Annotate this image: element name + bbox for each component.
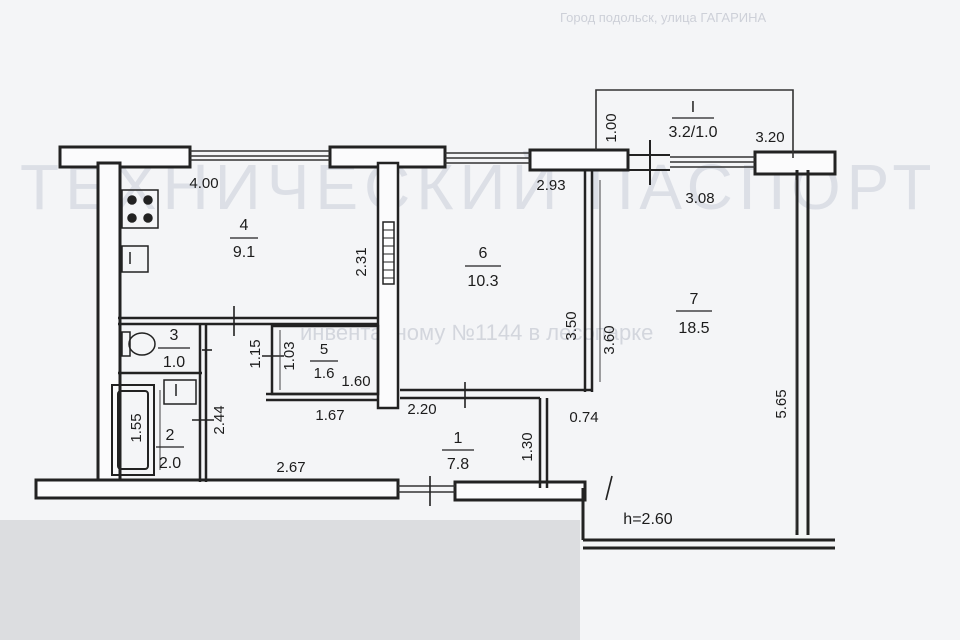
bath-sink-icon — [163, 379, 197, 405]
dim-1-55: 1.55 — [128, 413, 145, 442]
vent-shaft — [382, 221, 395, 285]
balcony-area: 3.2/1.0 — [669, 124, 718, 141]
room-number-7: 7 — [690, 291, 699, 308]
room-area-3: 1.0 — [163, 354, 185, 371]
dim-0-74: 0.74 — [569, 409, 598, 426]
dim-1-60: 1.60 — [341, 373, 370, 390]
dim-1-03: 1.03 — [281, 341, 298, 370]
stove-icon — [121, 189, 159, 229]
room-number-3: 3 — [170, 327, 179, 344]
bathtub-icon — [111, 384, 155, 476]
room-area-2: 2.0 — [159, 455, 181, 472]
dim-3-50: 3.50 — [563, 311, 580, 340]
room-area-1: 7.8 — [447, 456, 469, 473]
dim-4-00: 4.00 — [189, 175, 218, 192]
room-area-4: 9.1 — [233, 244, 255, 261]
dimension-lines — [159, 180, 797, 530]
room-number-5: 5 — [320, 341, 328, 358]
dim-1-00: 1.00 — [603, 113, 620, 142]
balcony-number: I — [691, 99, 695, 116]
balcony-door — [628, 140, 670, 185]
door-marks — [192, 306, 613, 506]
dim-1-67: 1.67 — [315, 407, 344, 424]
room-area-5: 1.6 — [314, 365, 335, 382]
toilet-icon — [121, 331, 156, 357]
dim-3-20: 3.20 — [755, 129, 784, 146]
windows — [190, 150, 755, 493]
outer-walls — [34, 145, 837, 550]
dim-2-44: 2.44 — [211, 405, 228, 434]
room-number-1: 1 — [454, 430, 463, 447]
room-number-2: 2 — [166, 427, 175, 444]
photo-shadow-area — [0, 520, 580, 640]
balcony-outline — [595, 89, 794, 158]
dim-5-65: 5.65 — [773, 389, 790, 418]
dim-2-31: 2.31 — [353, 247, 370, 276]
dim-1-15: 1.15 — [247, 339, 264, 368]
room-number-4: 4 — [240, 217, 249, 234]
room-area-7: 18.5 — [678, 320, 709, 337]
dim-3-60: 3.60 — [601, 325, 618, 354]
dim-3-08: 3.08 — [685, 190, 714, 207]
dim-1-30: 1.30 — [519, 432, 536, 461]
dim-2-20: 2.20 — [407, 401, 436, 418]
bleed-through-top-line: Город подольск, улица ГАГАРИНА — [560, 10, 767, 25]
dim-2-93: 2.93 — [536, 177, 565, 194]
room-number-6: 6 — [479, 245, 488, 262]
kitchen-sink-icon — [121, 245, 149, 273]
room-area-6: 10.3 — [467, 273, 498, 290]
dim-2-67: 2.67 — [276, 459, 305, 476]
ceiling-height: h=2.60 — [623, 511, 672, 528]
